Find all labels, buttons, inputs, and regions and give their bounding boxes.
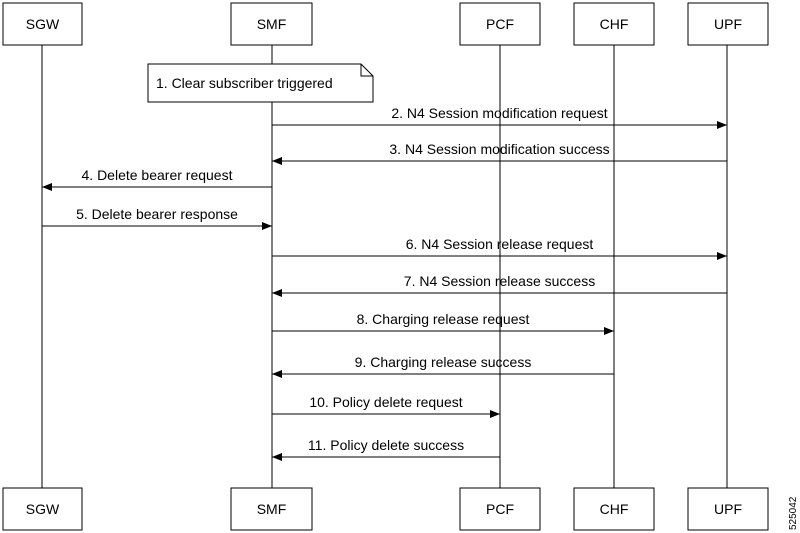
participant-pcf-bottom: PCF bbox=[459, 487, 541, 531]
message-5: 5. Delete bearer response bbox=[42, 206, 272, 230]
participant-label: PCF bbox=[486, 501, 514, 517]
message-11: 11. Policy delete success bbox=[272, 437, 500, 461]
message-label: 6. N4 Session release request bbox=[406, 236, 594, 252]
message-7: 7. N4 Session release success bbox=[272, 273, 727, 297]
message-label: 10. Policy delete request bbox=[309, 394, 462, 410]
participant-label: SMF bbox=[257, 501, 287, 517]
participant-sgw-bottom: SGW bbox=[2, 487, 83, 531]
message-3: 3. N4 Session modification success bbox=[272, 141, 727, 165]
participant-label: UPF bbox=[714, 501, 742, 517]
message-9: 9. Charging release success bbox=[272, 354, 614, 378]
participant-label: PCF bbox=[486, 16, 514, 32]
message-label: 8. Charging release request bbox=[357, 311, 530, 327]
participant-label: UPF bbox=[714, 16, 742, 32]
participant-label: SMF bbox=[257, 16, 287, 32]
participant-upf-bottom: UPF bbox=[687, 487, 769, 531]
participant-chf-bottom: CHF bbox=[573, 487, 655, 531]
note-clear-subscriber: 1. Clear subscriber triggered bbox=[147, 63, 374, 103]
message-label: 9. Charging release success bbox=[355, 354, 532, 370]
message-label: 11. Policy delete success bbox=[308, 437, 464, 453]
participant-pcf-top: PCF bbox=[459, 2, 541, 46]
message-label: 3. N4 Session modification success bbox=[389, 141, 609, 157]
participant-chf-top: CHF bbox=[573, 2, 655, 46]
message-label: 4. Delete bearer request bbox=[82, 167, 233, 183]
participant-smf-top: SMF bbox=[230, 2, 313, 46]
message-10: 10. Policy delete request bbox=[272, 394, 500, 418]
message-label: 5. Delete bearer response bbox=[76, 206, 238, 222]
participant-label: CHF bbox=[600, 501, 629, 517]
message-6: 6. N4 Session release request bbox=[272, 236, 727, 260]
message-8: 8. Charging release request bbox=[272, 311, 614, 335]
participant-sgw-top: SGW bbox=[2, 2, 83, 46]
message-label: 2. N4 Session modification request bbox=[391, 105, 607, 121]
participant-label: SGW bbox=[26, 16, 60, 32]
participant-smf-bottom: SMF bbox=[230, 487, 313, 531]
participant-label: SGW bbox=[26, 501, 60, 517]
figure-id: 525042 bbox=[788, 496, 799, 530]
note-label: 1. Clear subscriber triggered bbox=[156, 75, 333, 91]
participant-label: CHF bbox=[600, 16, 629, 32]
message-4: 4. Delete bearer request bbox=[42, 167, 272, 191]
message-label: 7. N4 Session release success bbox=[404, 273, 595, 289]
message-2: 2. N4 Session modification request bbox=[272, 105, 727, 129]
participant-upf-top: UPF bbox=[687, 2, 769, 46]
